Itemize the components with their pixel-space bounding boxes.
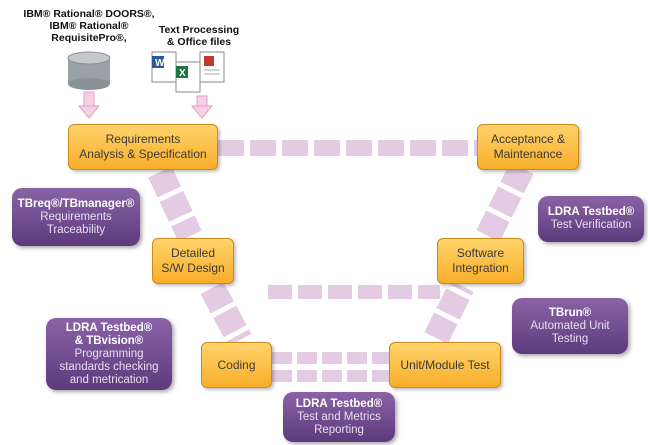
- arrow-integration-acceptance: [476, 162, 534, 242]
- office-files-label: Text Processing & Office files: [140, 24, 258, 48]
- tool-title: TBrun®: [548, 306, 592, 319]
- tool-title: LDRA Testbed®: [547, 206, 635, 218]
- office-label-line: & Office files: [166, 36, 232, 48]
- stage-label-line: Maintenance: [493, 147, 563, 161]
- stage-label-line: Analysis & Specification: [79, 147, 207, 161]
- rational-tools-label: IBM® Rational® DOORS®, IBM® Rational® Re…: [14, 8, 164, 44]
- tool-description: Test Verification: [550, 219, 632, 231]
- stage-label-line: Unit/Module Test: [400, 357, 490, 372]
- tool-tbrun: TBrun® Automated Unit Testing: [512, 298, 628, 354]
- tool-tbreq: TBreq®/TBmanager® Requirements Traceabil…: [12, 188, 140, 246]
- arrow-design-coding: [200, 281, 252, 347]
- tool-description: Test and Metrics: [297, 410, 381, 423]
- rational-label-line: RequisitePro®,: [51, 32, 127, 44]
- stage-coding: Coding: [201, 342, 272, 388]
- rational-label-line: IBM® Rational® DOORS®,: [23, 8, 155, 20]
- arrow-requirements-design: [148, 166, 202, 242]
- tool-testbed-verification: LDRA Testbed® Test Verification: [538, 196, 644, 242]
- tool-description: Requirements: [40, 210, 112, 223]
- stage-label-line: Integration: [452, 261, 509, 275]
- tool-description: Traceability: [46, 223, 106, 236]
- tool-testbed-reporting: LDRA Testbed® Test and Metrics Reporting: [283, 392, 395, 442]
- tool-title: LDRA Testbed®: [65, 321, 153, 334]
- svg-text:W: W: [155, 58, 165, 69]
- office-input-arrow: [190, 95, 214, 119]
- tool-description: and metrication: [69, 373, 149, 386]
- stage-unit-test: Unit/Module Test: [389, 342, 501, 388]
- stage-label-line: Software: [456, 246, 505, 260]
- stage-label-line: Requirements: [105, 132, 181, 146]
- office-label-line: Text Processing: [158, 24, 240, 36]
- database-icon: [67, 51, 111, 90]
- tool-description: standards checking: [59, 360, 159, 373]
- stage-label-line: S/W Design: [161, 261, 225, 275]
- tool-title: & TBvision®: [74, 334, 144, 347]
- word-document-icon: W: [151, 51, 177, 83]
- arrow-unittest-integration: [424, 280, 474, 344]
- stage-software-integration: Software Integration: [437, 238, 524, 284]
- tool-description: Programming: [74, 347, 144, 360]
- stage-label-line: Detailed: [170, 246, 216, 260]
- stage-acceptance: Acceptance & Maintenance: [477, 124, 579, 170]
- tool-title: LDRA Testbed®: [295, 397, 383, 410]
- stage-label-line: Coding: [217, 357, 256, 372]
- excel-document-icon: X: [175, 61, 201, 93]
- tool-description: Reporting: [314, 423, 364, 436]
- svg-text:X: X: [179, 68, 186, 79]
- pdf-document-icon: [199, 51, 225, 83]
- tool-title: TBreq®/TBmanager®: [17, 197, 135, 210]
- stage-requirements: Requirements Analysis & Specification: [68, 124, 218, 170]
- rational-label-line: IBM® Rational®: [49, 20, 129, 32]
- tool-description: Automated Unit: [530, 319, 610, 332]
- tool-description: Testing: [551, 332, 589, 345]
- stage-detailed-design: Detailed S/W Design: [152, 238, 234, 284]
- database-input-arrow: [77, 91, 101, 119]
- tool-testbed-tbvision: LDRA Testbed® & TBvision® Programming st…: [46, 318, 172, 390]
- stage-label-line: Acceptance &: [490, 132, 566, 146]
